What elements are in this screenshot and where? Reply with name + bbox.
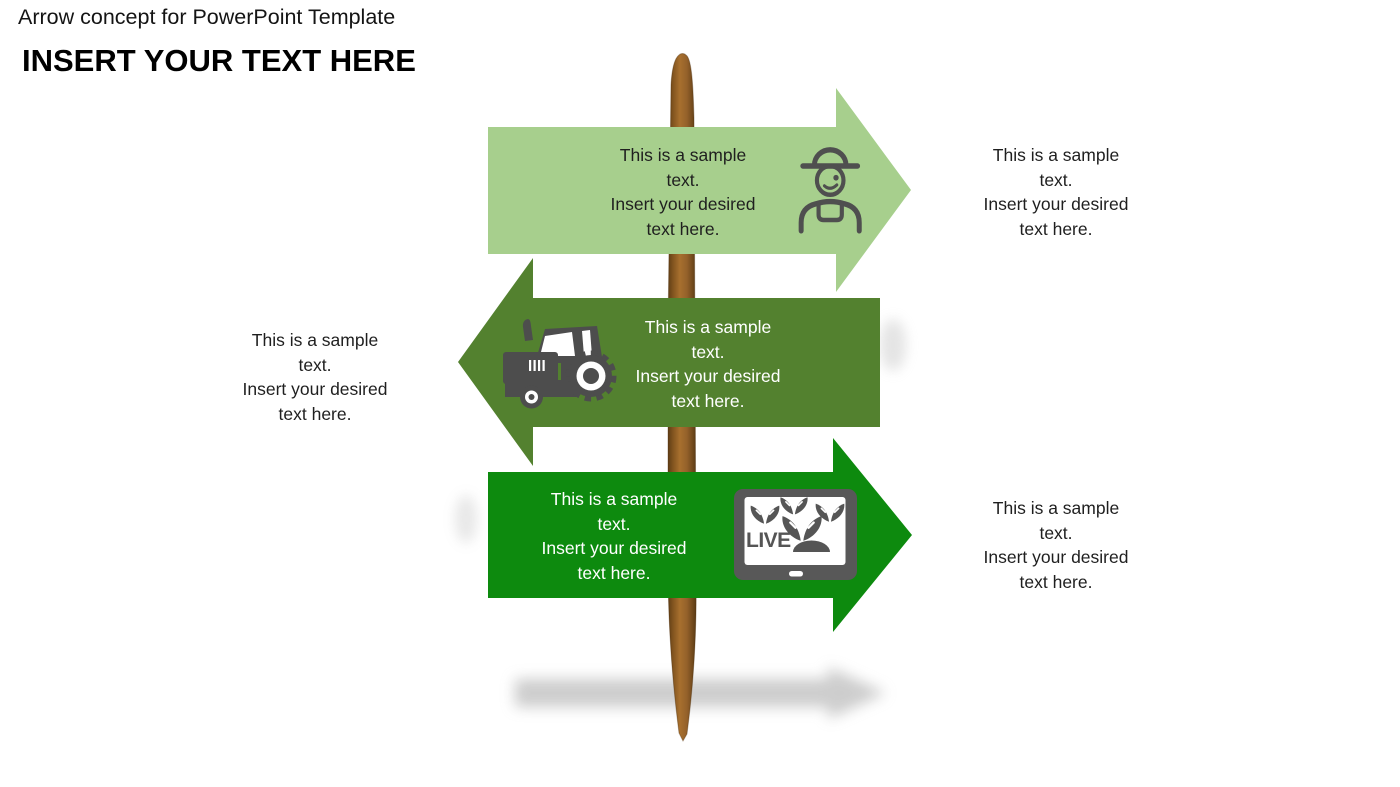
text-line: text here. xyxy=(646,218,720,239)
arrow-sign-top[interactable] xyxy=(488,88,911,292)
slide-title: Arrow concept for PowerPoint Template xyxy=(18,5,396,29)
text-line: text. xyxy=(691,341,725,362)
text-line: This is a sample xyxy=(251,330,379,350)
farmer-icon xyxy=(798,147,862,234)
text-line: Insert your desired xyxy=(983,547,1129,567)
text-line: Insert your desired xyxy=(242,379,388,399)
text-line: This is a sample xyxy=(992,145,1120,165)
text-line: text. xyxy=(597,513,631,534)
arrow-sign-bottom[interactable] xyxy=(488,438,912,632)
text-line: text here. xyxy=(1019,218,1093,239)
text-line: This is a sample xyxy=(550,489,678,509)
arrow-bottom-text[interactable]: This is a sample text. Insert your desir… xyxy=(494,487,734,585)
text-line: text. xyxy=(1039,522,1073,543)
text-line: text. xyxy=(1039,169,1073,190)
text-line: text here. xyxy=(1019,571,1093,592)
tractor-icon xyxy=(503,319,617,409)
soft-shadow-right xyxy=(880,319,906,371)
text-line: text here. xyxy=(671,390,745,411)
live-monitor-icon: LIVE xyxy=(734,489,857,580)
arrow-sign-middle[interactable] xyxy=(458,258,880,466)
text-line: This is a sample xyxy=(644,317,772,337)
text-line: text. xyxy=(666,169,700,190)
text-line: Insert your desired xyxy=(541,538,687,558)
insert-text-heading: INSERT YOUR TEXT HERE xyxy=(22,43,416,78)
live-label: LIVE xyxy=(746,529,791,552)
tractor-grille xyxy=(529,360,545,371)
soft-shadow-left xyxy=(455,495,477,543)
text-line: This is a sample xyxy=(992,498,1120,518)
side-text-bottom-right[interactable]: This is a sample text. Insert your desir… xyxy=(936,496,1176,594)
side-text-top-right[interactable]: This is a sample text. Insert your desir… xyxy=(936,143,1176,241)
text-line: Insert your desired xyxy=(635,366,781,386)
text-line: text here. xyxy=(577,562,651,583)
text-line: Insert your desired xyxy=(983,194,1129,214)
text-line: This is a sample xyxy=(619,145,747,165)
arrow-top-text[interactable]: This is a sample text. Insert your desir… xyxy=(563,143,803,241)
text-line: text here. xyxy=(278,403,352,424)
arrow-middle-text[interactable]: This is a sample text. Insert your desir… xyxy=(588,315,828,413)
side-text-middle-left[interactable]: This is a sample text. Insert your desir… xyxy=(195,328,435,426)
text-line: text. xyxy=(298,354,332,375)
text-line: Insert your desired xyxy=(610,194,756,214)
ground-shadow xyxy=(515,667,886,719)
